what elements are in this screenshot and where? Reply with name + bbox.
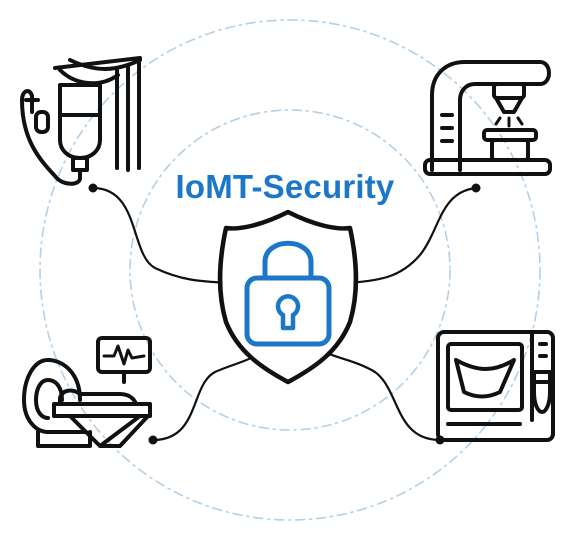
mri-bed [52,402,152,418]
iv-bag [58,83,102,160]
iv-clamp [24,94,40,114]
lock-shackle [262,240,314,281]
mri-monitor-wave [102,344,146,366]
connector-bottom-left [151,348,262,442]
lock-body [244,275,332,347]
connector-bottom-right [318,348,442,442]
xray-cone [494,96,524,114]
node-top-left [88,183,98,193]
node-top-right [471,183,481,193]
connector-top-right [348,186,478,285]
ultrasound-icon [436,330,555,442]
ultrasound-probe [532,370,552,414]
xray-emitter [492,82,526,100]
x-ray-machine-icon [423,60,552,176]
node-bottom-left [148,435,158,445]
outer-ring [39,19,541,521]
connector-top-left [91,186,237,285]
ultrasound-scan-fan [454,358,516,399]
mri-scanner-icon [22,336,152,448]
iv-connector [34,110,50,134]
iv-hook [53,56,142,71]
background-rings [39,19,541,521]
mri-bed-support [68,414,150,448]
xray-rays [494,116,524,128]
iv-tube [20,89,82,186]
xray-base [423,158,552,176]
xray-arm [430,60,551,172]
xray-table [490,138,530,162]
keyhole [275,294,301,331]
mri-bore [34,378,64,420]
iv-drip-chamber [71,156,89,172]
mri-base [36,430,92,448]
iv-drip-icon [20,56,142,186]
shield-lock-icon [217,209,359,385]
diagram-title: IoMT-Security [175,168,395,205]
connectors [91,186,478,442]
mri-gantry [22,358,88,434]
ultrasound-body [436,330,555,442]
inner-ring [129,109,451,431]
ultrasound-screen [446,342,524,412]
iv-hook-arc [58,68,120,86]
